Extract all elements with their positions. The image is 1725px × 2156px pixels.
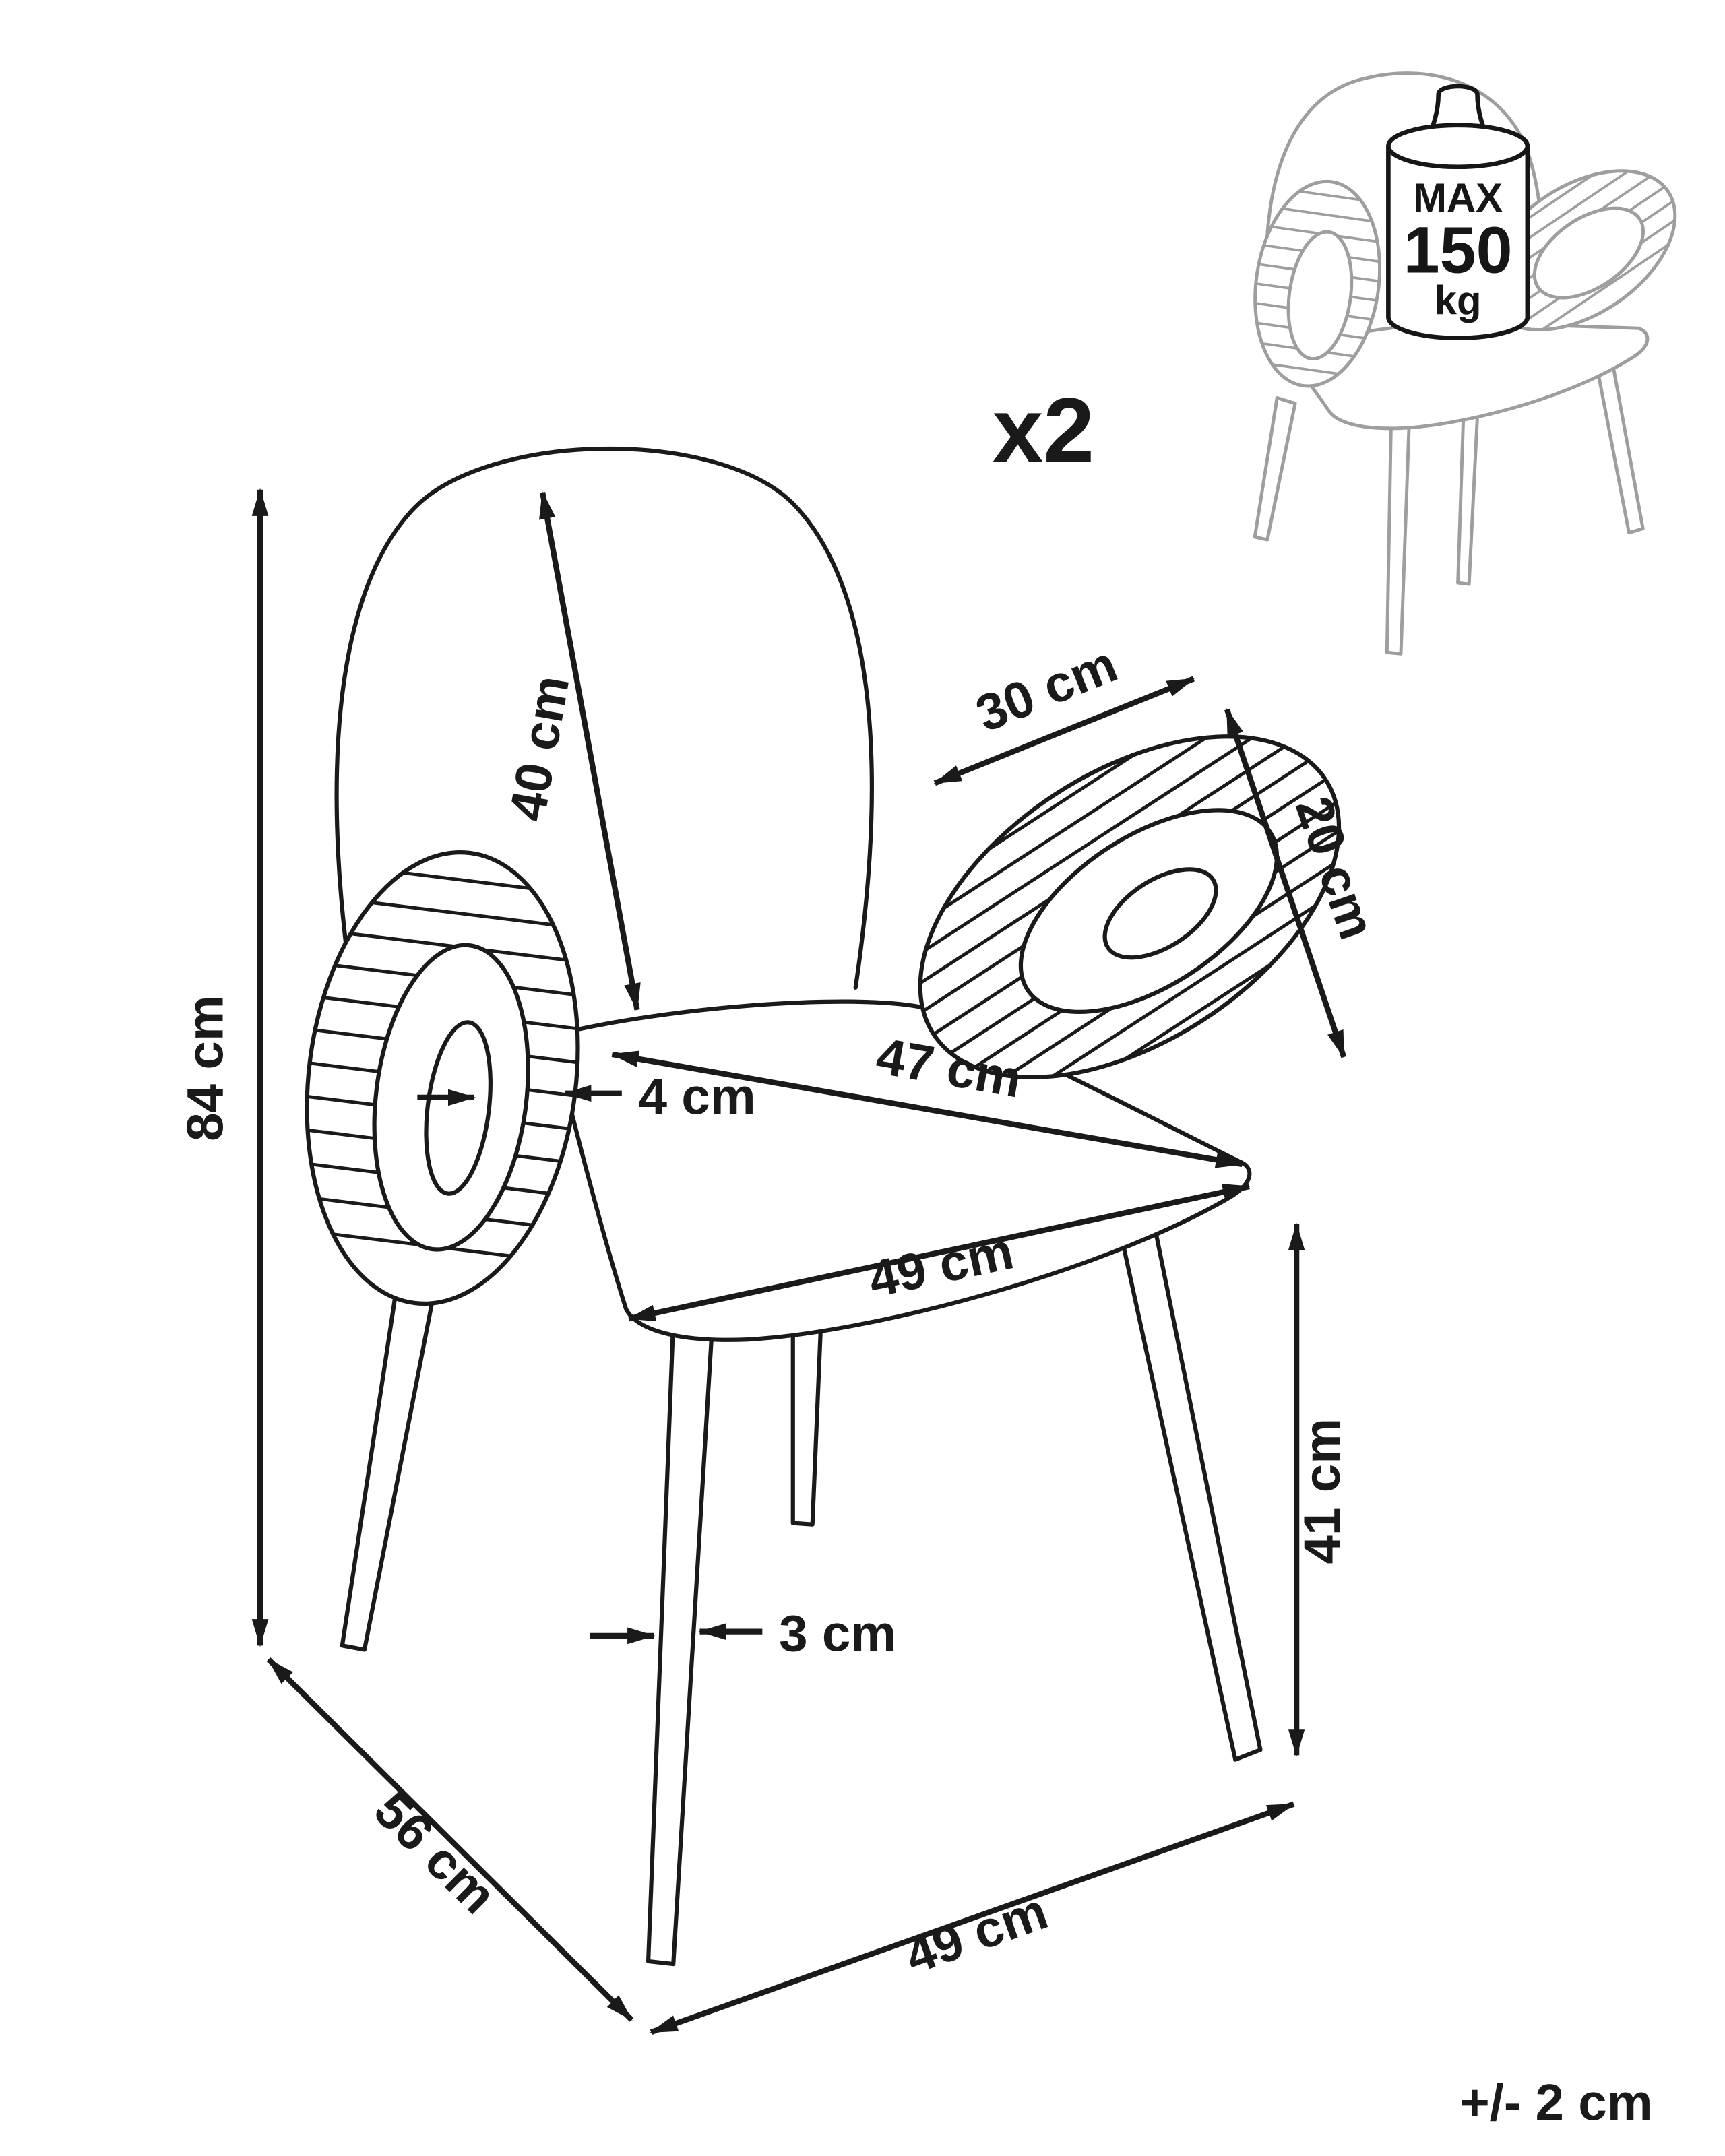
tolerance-label: +/- 2 cm xyxy=(1460,2074,1653,2131)
dimension-line xyxy=(933,676,1195,786)
main-chair-drawing xyxy=(286,446,1398,1967)
chair-backrest xyxy=(334,446,874,993)
quantity-label: x2 xyxy=(993,379,1095,481)
dimension-line xyxy=(1224,707,1347,1058)
dimension-label: 84 cm xyxy=(177,995,234,1141)
thumb-leg-rear-center xyxy=(1456,412,1479,586)
chair-legs xyxy=(340,1197,1263,1967)
thumb-armrest-left-inner xyxy=(1286,230,1354,361)
dimension-line xyxy=(627,1183,1251,1322)
chair-leg-right xyxy=(1113,1197,1263,1762)
dimension-overall-height: 84 cm xyxy=(177,488,269,1647)
dimension-label: 49 cm xyxy=(898,1882,1055,1985)
dimension-label: 30 cm xyxy=(968,635,1125,743)
thumb-leg-front-center xyxy=(1385,418,1411,656)
weight-top-rim xyxy=(1386,123,1530,170)
dimension-leg-thickness: 3 cm xyxy=(590,1606,896,1663)
max-load-word: MAX xyxy=(1413,175,1503,220)
chair-leg-rear-center xyxy=(790,1322,823,1527)
armrest-left-inner-ring xyxy=(424,1020,493,1196)
thumb-leg-right xyxy=(1595,360,1645,535)
thumb-armrest-right xyxy=(1460,144,1694,348)
max-load-unit: kg xyxy=(1435,278,1482,323)
dimension-label: 56 cm xyxy=(363,1781,507,1925)
dimension-line xyxy=(539,490,641,1011)
dimension-label: 3 cm xyxy=(779,1606,896,1663)
armrest-right-inner-ring xyxy=(1102,867,1218,960)
thumb-chair-legs xyxy=(1253,360,1645,656)
thumb-leg-front-left xyxy=(1253,395,1297,542)
dimension-line xyxy=(610,1050,1244,1168)
max-load-thumbnail: MAX 150 kg xyxy=(1245,71,1694,656)
weight-body xyxy=(1386,144,1530,340)
chair-armrest-left xyxy=(286,850,602,1306)
dimension-label: 40 cm xyxy=(499,671,580,825)
dimension-line xyxy=(650,1801,1295,2035)
dimension-overall-width: 49 cm xyxy=(650,1801,1295,2035)
dimension-overall-depth: 56 cm xyxy=(266,1657,634,2022)
chair-leg-front-center xyxy=(646,1319,715,1967)
dimension-leg-height: 41 cm xyxy=(1288,1222,1351,1757)
dimension-label: 41 cm xyxy=(1294,1418,1351,1564)
max-load-value: 150 xyxy=(1404,214,1513,287)
dimension-line xyxy=(266,1657,634,2022)
max-load-weight: MAX 150 kg xyxy=(1386,84,1530,340)
thumb-armrest-right-inner xyxy=(1532,206,1645,300)
